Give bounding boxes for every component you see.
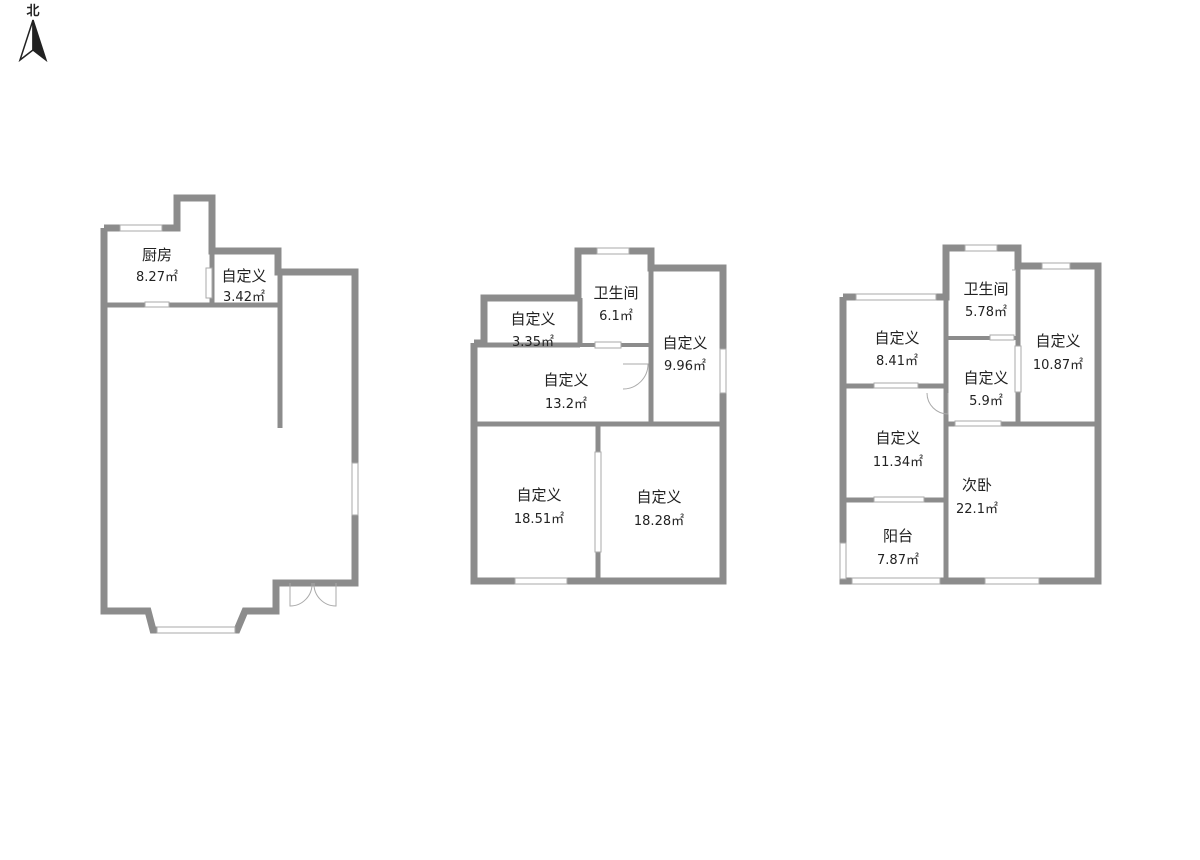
room-name: 卫生间 — [963, 280, 1008, 298]
floor-1 — [100, 194, 359, 634]
room-area: 3.35㎡ — [512, 335, 554, 350]
floor-3 — [839, 244, 1102, 585]
room-area: 5.9㎡ — [969, 394, 1003, 409]
room-area: 10.87㎡ — [1033, 358, 1083, 373]
room-area: 7.87㎡ — [877, 553, 919, 568]
room-labels: 厨房 8.27㎡ 自定义 3.42㎡ 自定义 3.35㎡ 卫生间 6.1㎡ 自定… — [136, 246, 1083, 568]
room-area: 18.51㎡ — [514, 512, 564, 527]
room-name: 自定义 — [636, 488, 681, 506]
room-name: 厨房 — [142, 246, 172, 264]
floor-3-doors — [926, 269, 1016, 415]
room-area: 3.42㎡ — [223, 290, 265, 305]
room-area: 6.1㎡ — [599, 309, 633, 324]
compass: 北 — [18, 4, 48, 63]
room-name: 自定义 — [516, 486, 561, 504]
room-name: 自定义 — [874, 329, 919, 347]
floor-2 — [470, 247, 727, 585]
room-area: 13.2㎡ — [545, 397, 587, 412]
floor-2-windows — [514, 247, 727, 585]
floor-1-windows — [119, 224, 359, 634]
room-name: 自定义 — [1035, 332, 1080, 350]
room-name: 自定义 — [963, 369, 1008, 387]
room-name: 自定义 — [510, 310, 555, 328]
room-area: 11.34㎡ — [873, 455, 923, 470]
room-area: 22.1㎡ — [956, 502, 998, 517]
room-area: 5.78㎡ — [965, 305, 1007, 320]
room-name: 自定义 — [543, 371, 588, 389]
room-name: 自定义 — [875, 429, 920, 447]
floor-1-walls — [100, 194, 359, 634]
room-area: 8.41㎡ — [876, 354, 918, 369]
north-arrow-icon — [18, 19, 48, 63]
room-area: 8.27㎡ — [136, 270, 178, 285]
room-name: 自定义 — [221, 267, 266, 285]
room-name: 自定义 — [662, 334, 707, 352]
floor-2-door — [622, 363, 649, 390]
room-name: 卫生间 — [593, 284, 638, 302]
floor-3-windows — [839, 244, 1071, 585]
room-name: 阳台 — [883, 527, 913, 545]
floor-2-walls — [470, 247, 727, 585]
room-area: 18.28㎡ — [634, 514, 684, 529]
room-area: 9.96㎡ — [664, 359, 706, 374]
compass-north-label: 北 — [26, 4, 39, 19]
floor-1-door — [289, 582, 337, 607]
room-name: 次卧 — [962, 476, 992, 494]
